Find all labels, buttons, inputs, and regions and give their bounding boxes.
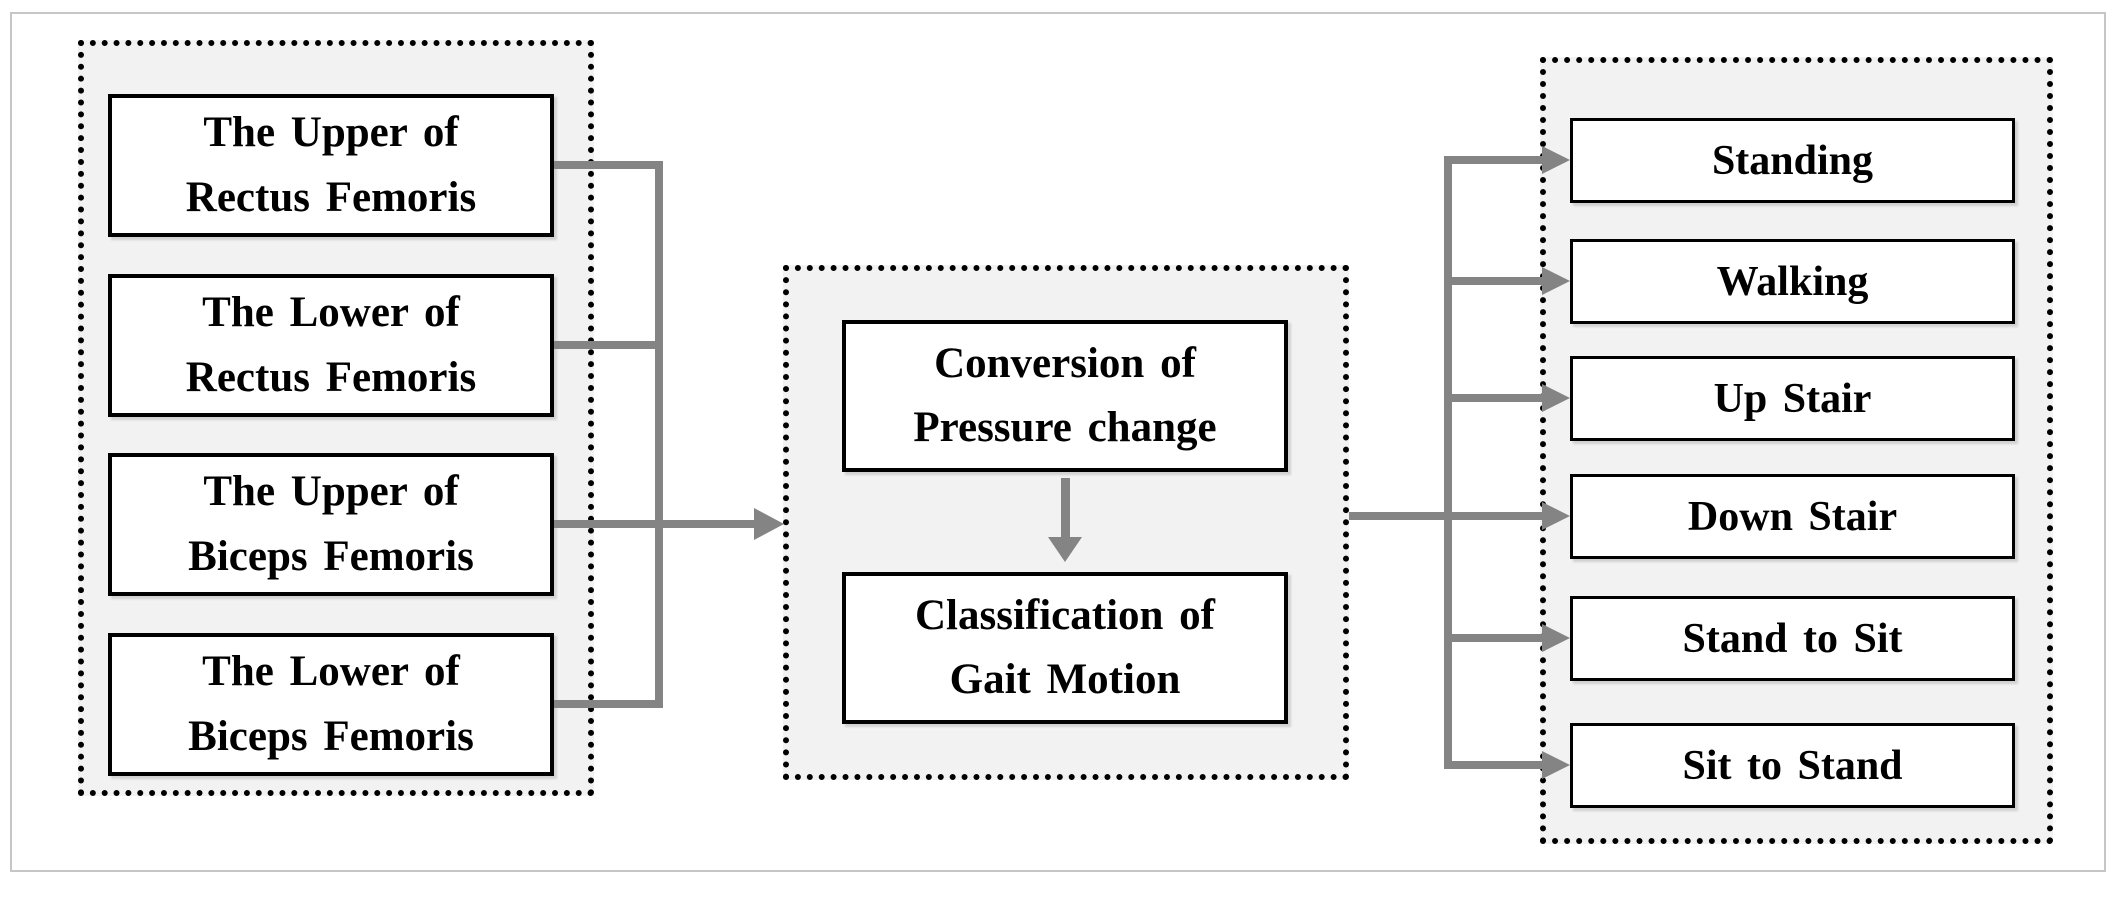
arrowhead-icon-walking bbox=[1542, 267, 1570, 295]
sensor-box-lower-biceps-femoris: The Lower of Biceps Femoris bbox=[108, 633, 554, 776]
box-label-line: Biceps Femoris bbox=[188, 712, 474, 760]
connector-line-stand-to-sit bbox=[1444, 634, 1543, 642]
box-label: Sit to Stand bbox=[1682, 742, 1903, 789]
box-label: Stand to Sit bbox=[1682, 615, 1903, 662]
connector-line-lower-biceps bbox=[554, 700, 663, 708]
process-box-classification: Classification of Gait Motion bbox=[842, 572, 1288, 724]
box-label-line: The Lower of bbox=[202, 648, 460, 695]
box-label-line: Pressure change bbox=[913, 404, 1217, 451]
box-label-line: Gait Motion bbox=[949, 656, 1181, 703]
arrowhead-icon-up-stair bbox=[1542, 384, 1570, 412]
box-label: Walking bbox=[1716, 258, 1869, 305]
box-label-line: Rectus Femoris bbox=[185, 353, 477, 401]
connector-line-sit-to-stand bbox=[1444, 761, 1543, 769]
arrowhead-icon-to-processing bbox=[754, 508, 784, 540]
box-label-line: Biceps Femoris bbox=[188, 532, 474, 580]
connector-line-up-stair bbox=[1444, 394, 1543, 402]
box-label-line: Conversion of bbox=[934, 339, 1196, 387]
arrowhead-icon-sit-to-stand bbox=[1542, 751, 1570, 779]
process-box-conversion: Conversion of Pressure change bbox=[842, 320, 1288, 472]
motion-box-up-stair: Up Stair bbox=[1570, 356, 2015, 441]
right-bus-line bbox=[1444, 156, 1452, 769]
connector-line-standing bbox=[1444, 156, 1543, 164]
motion-box-down-stair: Down Stair bbox=[1570, 474, 2015, 559]
box-label: Up Stair bbox=[1713, 375, 1872, 422]
box-label: Down Stair bbox=[1687, 493, 1898, 540]
left-bus-line bbox=[655, 161, 663, 708]
box-label-line: Classification of bbox=[914, 591, 1216, 639]
motion-box-sit-to-stand: Sit to Stand bbox=[1570, 723, 2015, 808]
arrowhead-icon-standing bbox=[1542, 146, 1570, 174]
down-arrow-line bbox=[1061, 478, 1070, 538]
connector-line-lower-rectus bbox=[554, 341, 663, 349]
connector-line-walking bbox=[1444, 277, 1543, 285]
motion-box-standing: Standing bbox=[1570, 118, 2015, 203]
down-arrowhead-icon bbox=[1048, 537, 1082, 562]
box-label-line: The Upper of bbox=[203, 109, 459, 156]
arrowhead-icon-stand-to-sit bbox=[1542, 624, 1570, 652]
main-arrow-line-to-processing bbox=[554, 520, 755, 528]
sensor-box-upper-rectus-femoris: The Upper of Rectus Femoris bbox=[108, 94, 554, 237]
motion-box-stand-to-sit: Stand to Sit bbox=[1570, 596, 2015, 681]
motion-box-walking: Walking bbox=[1570, 239, 2015, 324]
box-label-line: The Lower of bbox=[202, 289, 460, 336]
sensor-box-lower-rectus-femoris: The Lower of Rectus Femoris bbox=[108, 274, 554, 417]
connector-line-upper-rectus bbox=[554, 161, 663, 169]
box-label-line: Rectus Femoris bbox=[185, 173, 477, 221]
box-label: Standing bbox=[1711, 137, 1874, 184]
arrowhead-icon-down-stair bbox=[1542, 502, 1570, 530]
sensor-box-upper-biceps-femoris: The Upper of Biceps Femoris bbox=[108, 453, 554, 596]
box-label-line: The Upper of bbox=[203, 468, 459, 515]
